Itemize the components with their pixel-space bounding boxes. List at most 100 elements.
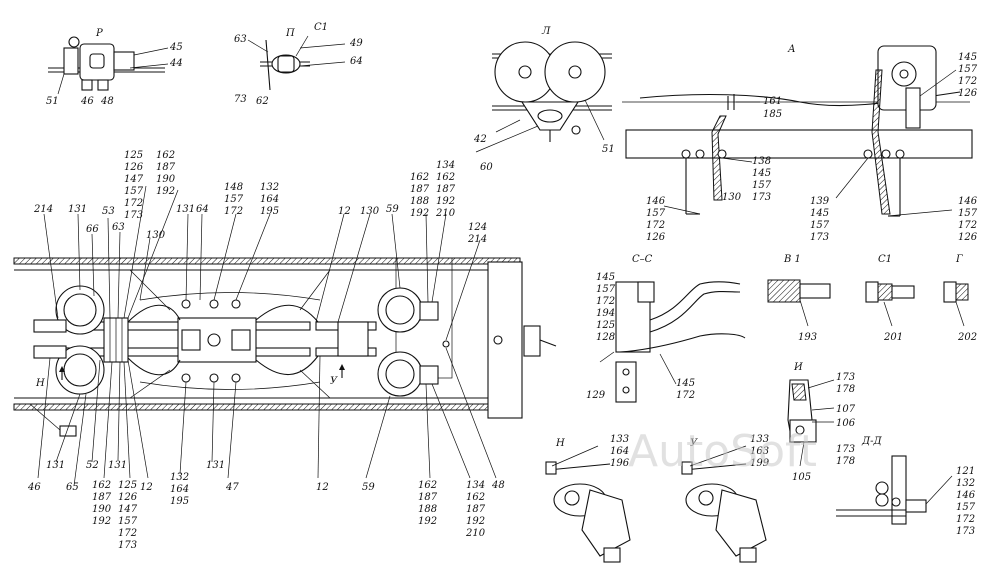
- main-top-label-28: 187: [410, 184, 430, 195]
- view-a-label-1: 185: [763, 109, 782, 120]
- view-n-title: Н: [555, 438, 565, 449]
- view-a-label-12: 172: [646, 220, 665, 231]
- view-a-label-7: 145: [752, 168, 771, 179]
- view-dd-label-1: 132: [956, 478, 975, 489]
- view-a-label-21: 172: [958, 220, 977, 231]
- watermark: AutoSoft: [628, 426, 817, 477]
- view-b1-title: В 1: [783, 254, 801, 265]
- main-bottom-label-14: 131: [108, 460, 127, 471]
- view-dd-title: Д-Д: [861, 436, 883, 447]
- view-a-label-9: 173: [752, 192, 771, 203]
- view-a-title: А: [787, 44, 796, 55]
- view-n-label-0: 133: [610, 434, 629, 445]
- main-plan-view: Н У: [13, 185, 557, 487]
- view-n-label-2: 196: [610, 458, 630, 469]
- main-top-label-8: 157: [124, 186, 144, 197]
- main-bottom-label-32: 48: [491, 480, 505, 491]
- view-a-label-19: 146: [958, 196, 978, 207]
- view-a-label-14: 130: [722, 192, 742, 203]
- main-bottom-label-7: 192: [92, 516, 111, 527]
- view-r: Р 45 44 51 46 48: [46, 28, 183, 107]
- main-top-label-25: 130: [360, 206, 380, 217]
- main-bottom-label-16: 132: [170, 472, 189, 483]
- main-bottom-label-8: 125: [118, 480, 137, 491]
- view-a-label-8: 157: [752, 180, 772, 191]
- view-i-label-1: 178: [836, 384, 855, 395]
- view-a-label-10: 146: [646, 196, 666, 207]
- main-top-label-4: 63: [112, 222, 125, 233]
- view-c-c: С–С 145 157 172 194 125 128 129 145 172: [586, 254, 746, 403]
- main-top-label-1: 131: [68, 204, 87, 215]
- main-top-label-37: 214: [467, 234, 487, 245]
- main-bottom-label-5: 187: [92, 492, 112, 503]
- view-i-label-2: 107: [836, 404, 856, 415]
- main-bottom-label-15: 12: [140, 482, 153, 493]
- main-top-label-14: 192: [156, 186, 175, 197]
- main-bottom-label-26: 192: [418, 516, 437, 527]
- view-u: У 133 163 199: [681, 434, 770, 563]
- view-dd-label-0: 121: [956, 466, 975, 477]
- view-p-label-3: 49: [349, 38, 363, 49]
- main-bottom-label-22: 59: [362, 482, 375, 493]
- view-l-label-2: 51: [602, 144, 615, 155]
- view-r-title: Р: [95, 28, 103, 39]
- main-top-label-20: 172: [224, 206, 243, 217]
- view-i-title: И: [793, 362, 803, 373]
- view-i-label-4: 105: [792, 472, 811, 483]
- main-bottom-label-21: 12: [316, 482, 329, 493]
- main-bottom-label-30: 192: [466, 516, 485, 527]
- view-l-title: Л: [541, 26, 551, 37]
- main-top-label-29: 188: [410, 196, 429, 207]
- main-bottom-label-20: 47: [225, 482, 239, 493]
- main-top-label-16: 131: [176, 204, 195, 215]
- main-top-label-9: 172: [124, 198, 143, 209]
- main-top-label-24: 12: [338, 206, 351, 217]
- main-top-label-27: 162: [410, 172, 429, 183]
- main-top-label-31: 134: [436, 160, 455, 171]
- view-dd-label-4: 172: [956, 514, 975, 525]
- view-cc-label-6: 129: [586, 390, 606, 401]
- main-bottom-label-13: 173: [118, 540, 137, 551]
- view-b1-label-0: 193: [798, 332, 817, 343]
- main-top-label-5: 125: [124, 150, 143, 161]
- view-n: Н 133 164 196: [545, 434, 631, 563]
- view-a-label-2: 145: [958, 52, 977, 63]
- main-bottom-label-4: 162: [92, 480, 111, 491]
- main-marker-n: Н: [35, 378, 45, 389]
- view-dd-label-3: 157: [956, 502, 976, 513]
- main-bottom-label-2: 65: [66, 482, 79, 493]
- main-bottom-label-6: 190: [92, 504, 112, 515]
- main-top-label-15: 130: [146, 230, 166, 241]
- main-top-label-26: 59: [386, 204, 399, 215]
- view-c1-label-0: 201: [883, 332, 903, 343]
- view-cc-title: С–С: [632, 254, 653, 265]
- view-n-label-1: 164: [610, 446, 629, 457]
- main-top-label-33: 187: [436, 184, 456, 195]
- view-p-label-2: 62: [256, 96, 269, 107]
- main-marker-u: У: [330, 376, 338, 387]
- main-top-label-36: 124: [468, 222, 487, 233]
- view-a-label-15: 139: [810, 196, 830, 207]
- view-cc-label-8: 172: [676, 390, 695, 401]
- view-a-label-20: 157: [958, 208, 978, 219]
- main-top-label-18: 148: [224, 182, 243, 193]
- main-bottom-label-24: 187: [418, 492, 438, 503]
- view-r-label-3: 46: [80, 96, 94, 107]
- main-bottom-label-9: 126: [118, 492, 138, 503]
- main-bottom-label-18: 195: [170, 496, 189, 507]
- main-bottom-label-11: 157: [118, 516, 138, 527]
- view-dd-label-2: 146: [956, 490, 976, 501]
- main-bottom-label-23: 162: [418, 480, 437, 491]
- main-top-label-21: 132: [260, 182, 279, 193]
- view-a-label-3: 157: [958, 64, 978, 75]
- view-i: И 173 178 107 106 105 173 178: [787, 362, 856, 483]
- view-cc-label-4: 125: [596, 320, 615, 331]
- main-bottom-label-0: 46: [27, 482, 41, 493]
- view-c1-title: С1: [878, 254, 892, 265]
- main-top-label-13: 190: [156, 174, 176, 185]
- view-cc-label-1: 157: [596, 284, 616, 295]
- view-p-title: П: [285, 28, 295, 39]
- main-bottom-label-27: 134: [466, 480, 485, 491]
- main-top-label-10: 173: [124, 210, 143, 221]
